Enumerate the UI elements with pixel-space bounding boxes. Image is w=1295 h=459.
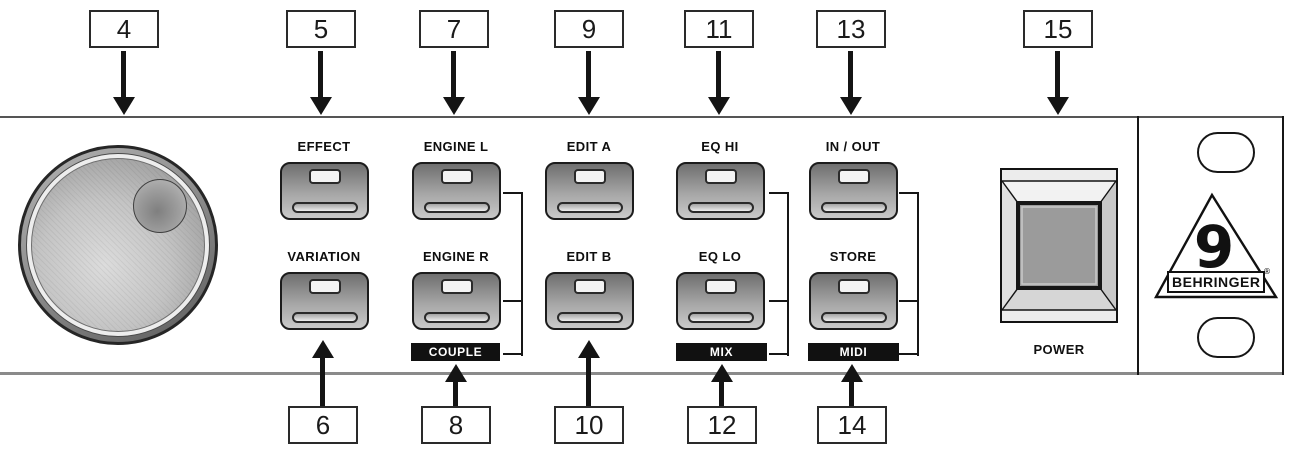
engine-r-led (440, 279, 473, 294)
callout-14: 14 (817, 406, 887, 444)
panel-top-edge (0, 116, 1284, 118)
effect-button[interactable] (280, 162, 369, 220)
variation-label: VARIATION (287, 249, 361, 264)
power-button[interactable] (1000, 168, 1118, 323)
engine-r-button[interactable] (412, 272, 501, 330)
callout-10-arrow-icon (578, 340, 600, 406)
in-out-label: IN / OUT (825, 139, 881, 154)
edit-b-button[interactable] (545, 272, 634, 330)
engine-r-button-cap (423, 312, 490, 323)
store-button-cap (820, 312, 887, 323)
screw-hole-top (1197, 132, 1255, 173)
jog-wheel[interactable] (18, 145, 218, 345)
eq-lo-button-cap (687, 312, 754, 323)
callout-4-arrow-icon (113, 51, 135, 115)
power-label: POWER (1033, 342, 1085, 357)
engine-r-label: ENGINE R (422, 249, 490, 264)
eq-lo-label: EQ LO (698, 249, 742, 264)
callout-9: 9 (554, 10, 624, 48)
in-out-button-cap (820, 202, 887, 213)
callout-10: 10 (554, 406, 624, 444)
edit-a-led (573, 169, 606, 184)
edit-a-label: EDIT A (566, 139, 612, 154)
callout-8: 8 (421, 406, 491, 444)
edit-b-button-cap (556, 312, 623, 323)
eq-hi-led (704, 169, 737, 184)
ear-swirl-icon: 9 (1194, 213, 1234, 281)
mix-label: MIX (676, 343, 767, 361)
panel-right-edge (1282, 116, 1284, 375)
eq-hi-label: EQ HI (701, 139, 739, 154)
engine-l-label: ENGINE L (423, 139, 489, 154)
callout-11-arrow-icon (708, 51, 730, 115)
callout-13-arrow-icon (840, 51, 862, 115)
rack-ear-divider (1137, 116, 1139, 375)
engine-l-button-cap (423, 202, 490, 213)
callout-6: 6 (288, 406, 358, 444)
eq-lo-button[interactable] (676, 272, 765, 330)
store-led (837, 279, 870, 294)
variation-button-cap (291, 312, 358, 323)
callout-12: 12 (687, 406, 757, 444)
callout-7-arrow-icon (443, 51, 465, 115)
callout-13: 13 (816, 10, 886, 48)
callout-6-arrow-icon (312, 340, 334, 406)
screw-hole-bottom (1197, 317, 1255, 358)
callout-15: 15 (1023, 10, 1093, 48)
callout-9-arrow-icon (578, 51, 600, 115)
callout-14-arrow-icon (841, 364, 863, 406)
in-out-led (837, 169, 870, 184)
effect-label: EFFECT (297, 139, 351, 154)
behringer-logo: 9 BEHRINGER ® (1153, 192, 1279, 299)
panel-bottom-edge (0, 372, 1284, 375)
variation-button[interactable] (280, 272, 369, 330)
callout-7: 7 (419, 10, 489, 48)
eq-hi-button[interactable] (676, 162, 765, 220)
jog-wheel-disc (31, 158, 205, 332)
registered-mark: ® (1263, 267, 1271, 276)
eq-lo-led (704, 279, 737, 294)
edit-a-button[interactable] (545, 162, 634, 220)
in-out-button[interactable] (809, 162, 898, 220)
engine-l-button[interactable] (412, 162, 501, 220)
callout-15-arrow-icon (1047, 51, 1069, 115)
callout-11: 11 (684, 10, 754, 48)
effect-button-cap (291, 202, 358, 213)
jog-wheel-dimple (133, 179, 187, 233)
edit-a-button-cap (556, 202, 623, 213)
engine-l-led (440, 169, 473, 184)
variation-led (308, 279, 341, 294)
callout-5-arrow-icon (310, 51, 332, 115)
eq-hi-button-cap (687, 202, 754, 213)
callout-8-arrow-icon (445, 364, 467, 406)
callout-5: 5 (286, 10, 356, 48)
edit-b-label: EDIT B (566, 249, 612, 264)
brand-wordmark: BEHRINGER (1172, 274, 1260, 290)
callout-12-arrow-icon (711, 364, 733, 406)
store-button[interactable] (809, 272, 898, 330)
midi-label: MIDI (808, 343, 899, 361)
effect-led (308, 169, 341, 184)
couple-label: COUPLE (411, 343, 500, 361)
callout-4: 4 (89, 10, 159, 48)
store-label: STORE (829, 249, 877, 264)
edit-b-led (573, 279, 606, 294)
